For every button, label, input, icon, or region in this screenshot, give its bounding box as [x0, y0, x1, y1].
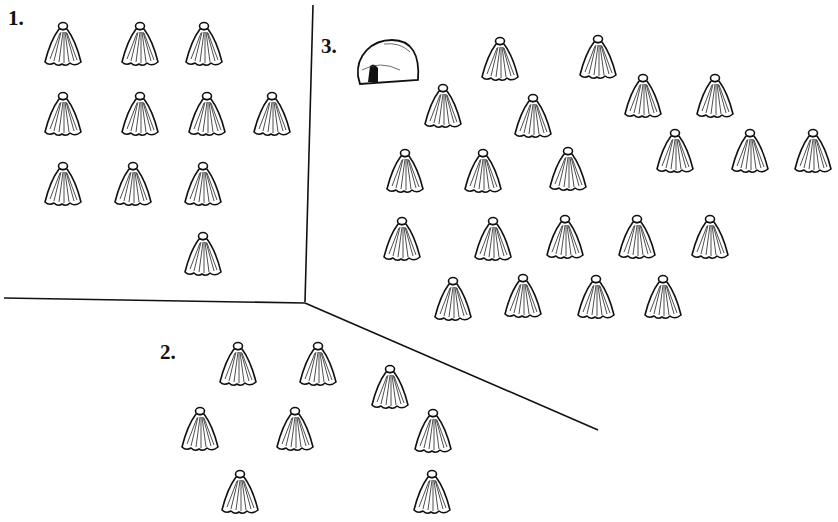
- sacks-group-3: [384, 36, 831, 321]
- sack: [619, 216, 655, 259]
- sack: [220, 343, 256, 386]
- rock: [358, 40, 418, 84]
- sack: [482, 38, 518, 81]
- sack: [387, 150, 423, 193]
- sack: [435, 278, 471, 321]
- sack: [465, 150, 501, 193]
- region-number: 2.: [160, 342, 176, 363]
- region-number: 1.: [8, 8, 24, 29]
- sack: [645, 276, 681, 319]
- sack: [475, 218, 511, 261]
- sack: [45, 23, 81, 66]
- sack: [550, 148, 586, 191]
- sack: [697, 75, 733, 118]
- sack: [122, 23, 158, 66]
- sack: [185, 233, 221, 276]
- sack: [185, 163, 221, 206]
- sack: [122, 93, 158, 136]
- sack: [189, 93, 225, 136]
- sack: [657, 130, 693, 173]
- sacks-group-2: [182, 343, 451, 514]
- sack: [372, 366, 408, 409]
- sack: [384, 218, 420, 261]
- divider-lines: [4, 5, 598, 430]
- sack: [300, 343, 336, 386]
- sack: [254, 93, 290, 136]
- sack: [692, 216, 728, 259]
- rock-shading: [362, 44, 410, 70]
- sack: [580, 36, 616, 79]
- sack: [515, 95, 551, 138]
- sack: [222, 471, 258, 514]
- sack: [182, 408, 218, 451]
- sack: [547, 216, 583, 259]
- sack: [45, 93, 81, 136]
- sack: [115, 163, 151, 206]
- divider-line: [305, 5, 313, 302]
- region-number: 3.: [321, 36, 337, 57]
- sack: [425, 85, 461, 128]
- sack: [625, 75, 661, 118]
- sack: [732, 130, 768, 173]
- sack: [414, 471, 450, 514]
- sack: [277, 408, 313, 451]
- sack: [45, 163, 81, 206]
- sack: [578, 276, 614, 319]
- divider-line: [4, 298, 305, 303]
- sack: [186, 23, 222, 66]
- divider-line: [305, 303, 598, 430]
- sacks-group-1: [45, 23, 290, 276]
- sack: [415, 410, 451, 453]
- rock-outline: [358, 40, 418, 84]
- sack: [505, 275, 541, 318]
- sack: [795, 130, 831, 173]
